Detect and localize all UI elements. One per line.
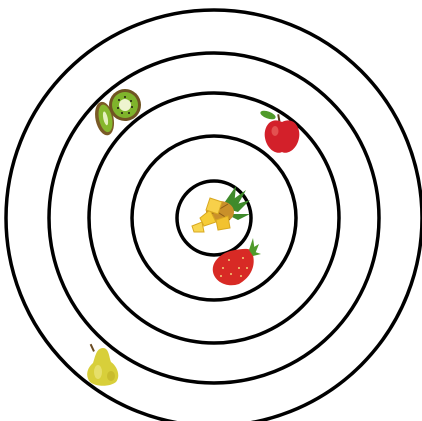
apple-icon bbox=[259, 109, 299, 153]
kiwi-icon bbox=[92, 89, 141, 137]
